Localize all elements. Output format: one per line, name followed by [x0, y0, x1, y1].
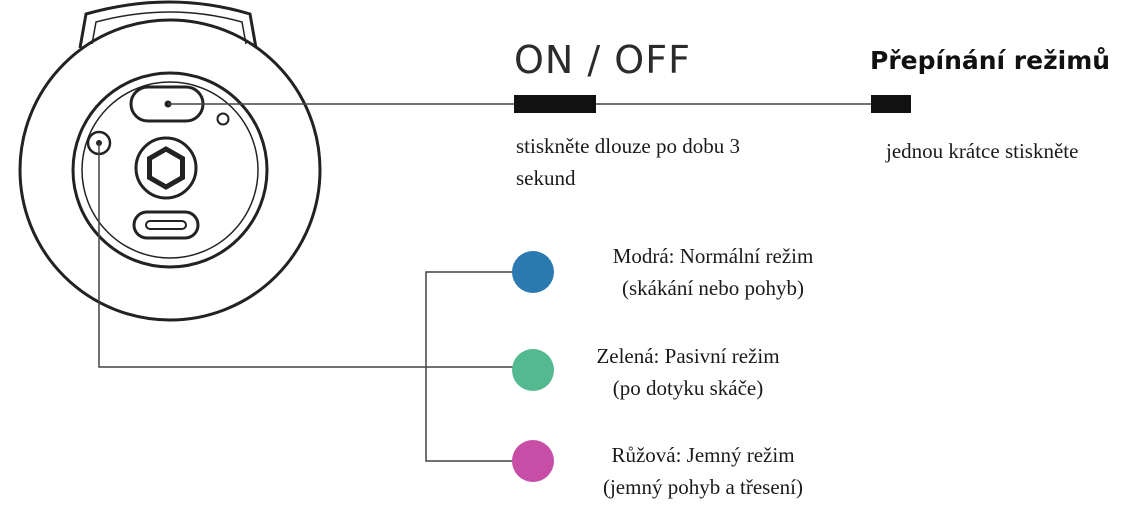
mode-switch-heading: Přepínání režimů [870, 46, 1111, 75]
mode-bracket-line [425, 271, 530, 462]
indicator-led [216, 112, 230, 126]
onoff-instruction-line1: stiskněte dlouze po dobu 3 [516, 134, 740, 158]
device-face-ring [71, 71, 269, 269]
mode-dot-pink [512, 440, 554, 482]
mode-label-pink: Růžová: Jemný režim (jemný pohyb a třese… [568, 439, 838, 503]
onoff-heading: ON / OFF [514, 38, 691, 82]
mode-label-blue-line1: Modrá: Normální režim [612, 244, 814, 268]
usb-c-port-inner [145, 220, 187, 230]
onoff-instruction-line2: sekund [516, 166, 576, 190]
mode-switch-instruction: jednou krátce stiskněte [886, 139, 1079, 163]
mode-label-green-line2: (po dotyku skáče) [612, 376, 764, 400]
mode-dot-blue [512, 251, 554, 293]
mode-label-green: Zelená: Pasivní režim (po dotyku skáče) [570, 340, 806, 404]
onoff-button-marker [514, 95, 596, 113]
mode-label-pink-line1: Růžová: Jemný režim [611, 443, 795, 467]
device-top-tab-inner [91, 11, 247, 45]
led-connector-line [98, 143, 530, 368]
device-top-tab [78, 0, 258, 49]
device-face-inner-ring [81, 81, 259, 259]
mode-label-blue-line2: (skákání nebo pohyb) [622, 276, 804, 300]
mode-button-marker [871, 95, 911, 113]
mode-label-green-line1: Zelená: Pasivní režim [596, 344, 780, 368]
onoff-instruction: stiskněte dlouze po dobu 3 sekund [516, 130, 740, 194]
device-illustration [18, 0, 322, 322]
mode-label-pink-line2: (jemný pohyb a třesení) [602, 475, 804, 499]
mode-dot-green [512, 349, 554, 391]
hex-socket-icon [147, 146, 185, 190]
mode-label-blue: Modrá: Normální režim (skákání nebo pohy… [575, 240, 851, 304]
